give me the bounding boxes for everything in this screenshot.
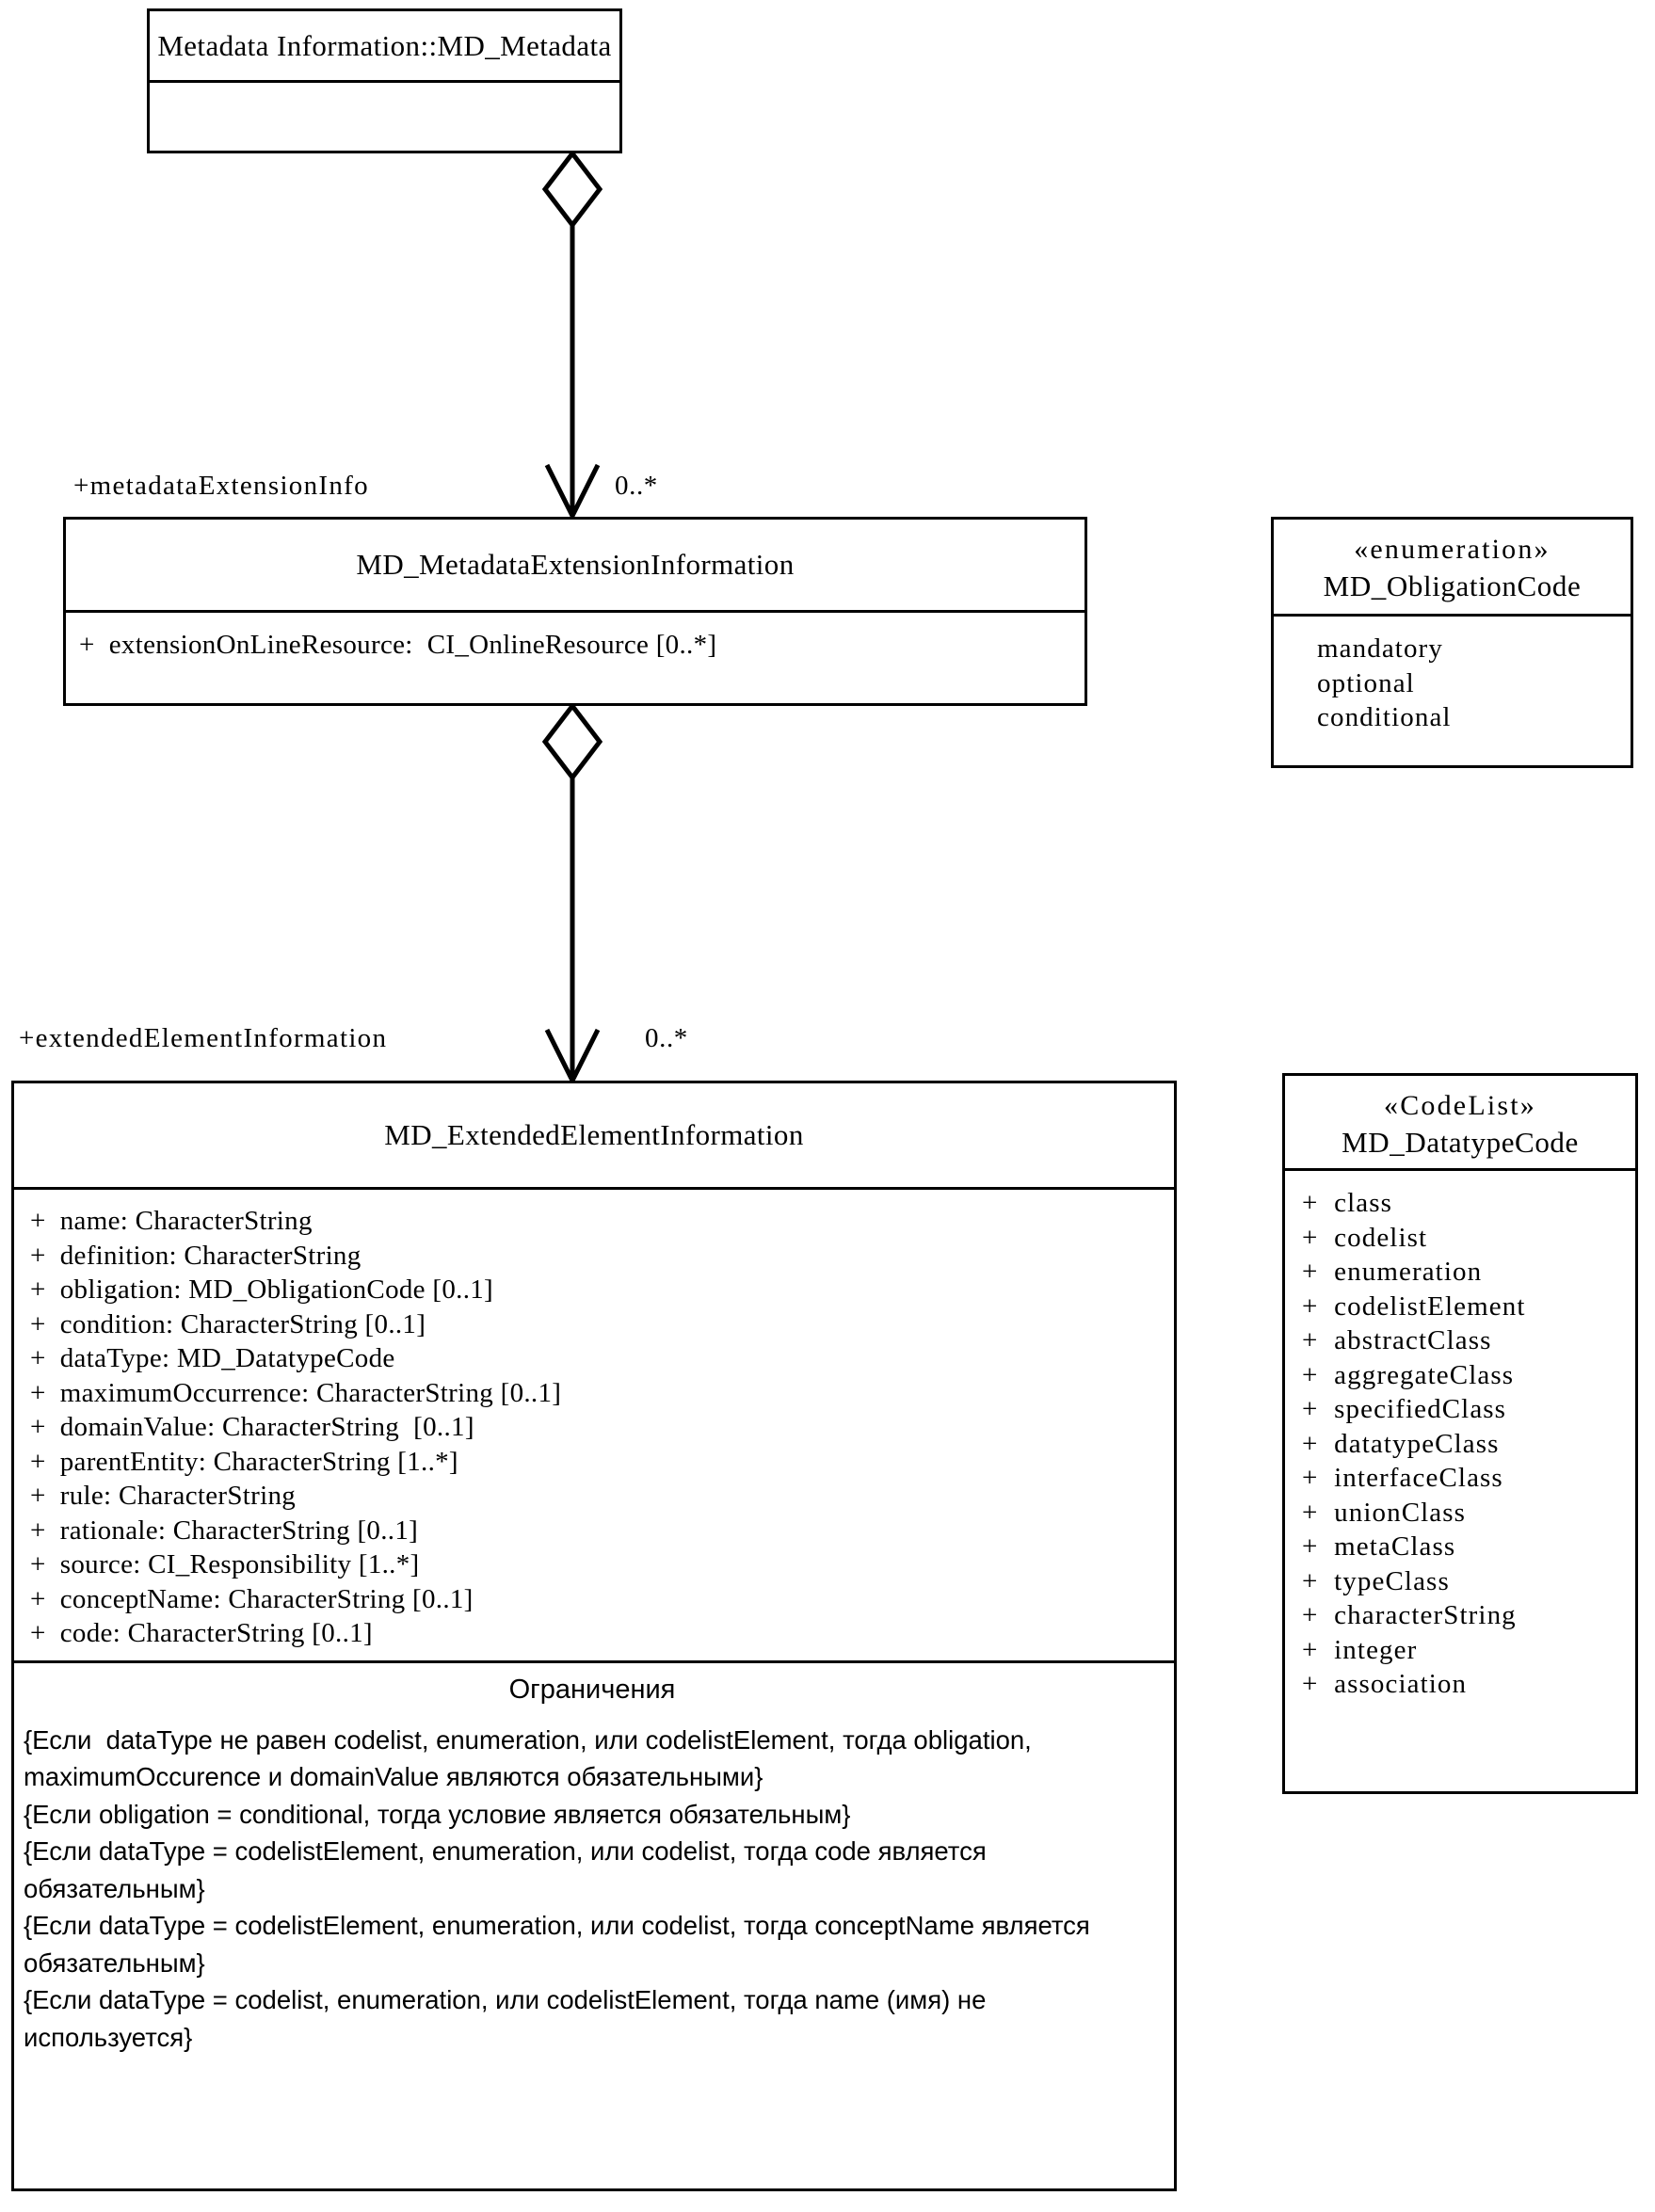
compartment-divider-2 bbox=[66, 610, 1085, 613]
enum-literal: + datatypeClass bbox=[1302, 1428, 1500, 1459]
association-multiplicity-metadataExtensionInfo: 0..* bbox=[615, 471, 658, 501]
compartment-divider-6 bbox=[1285, 1168, 1635, 1171]
enum-literal: + interfaceClass bbox=[1302, 1463, 1503, 1493]
attribute-row: + parentEntity: CharacterString [1..*] bbox=[30, 1446, 458, 1477]
class-title-md-metadata: Metadata Information::MD_Metadata bbox=[157, 29, 612, 62]
compartment-divider bbox=[150, 80, 619, 83]
attribute-row: + conceptName: CharacterString [0..1] bbox=[30, 1583, 474, 1614]
attributes-compartment-md-extended-element-information: + name: CharacterString + definition: Ch… bbox=[14, 1190, 1174, 1660]
constraint-row: {Если dataType не равен codelist, enumer… bbox=[24, 1724, 1039, 1792]
attribute-row: + extensionOnLineResource: CI_OnlineReso… bbox=[79, 630, 717, 660]
enum-literal: + aggregateClass bbox=[1302, 1359, 1515, 1390]
enum-literal: + association bbox=[1302, 1669, 1468, 1699]
literals-compartment-md-datatype-code: + class + codelist + enumeration + codel… bbox=[1285, 1171, 1635, 1702]
arrowhead-icon-2 bbox=[544, 1028, 601, 1086]
enum-literal: + abstractClass bbox=[1302, 1325, 1492, 1355]
enum-literal: + specifiedClass bbox=[1302, 1394, 1507, 1424]
attribute-row: + name: CharacterString bbox=[30, 1206, 313, 1236]
arrowhead-icon bbox=[544, 463, 601, 521]
constraints-compartment: Ограничения {Если dataType не равен code… bbox=[14, 1663, 1174, 2057]
enum-literal: optional bbox=[1317, 667, 1415, 698]
class-box-md-metadata-extension-information[interactable]: MD_MetadataExtensionInformation + extens… bbox=[63, 517, 1087, 706]
attributes-compartment-md-metadata-extension-information: + extensionOnLineResource: CI_OnlineReso… bbox=[66, 613, 1085, 676]
compartment-divider-5 bbox=[14, 1659, 1174, 1663]
class-title-md-extended-element-information: MD_ExtendedElementInformation bbox=[384, 1118, 804, 1151]
enumeration-header: «enumeration» MD_ObligationCode bbox=[1274, 520, 1631, 614]
attribute-row: + code: CharacterString [0..1] bbox=[30, 1618, 373, 1648]
attribute-row: + definition: CharacterString bbox=[30, 1240, 362, 1271]
compartment-divider-4 bbox=[14, 1187, 1174, 1190]
enum-literal: + metaClass bbox=[1302, 1531, 1456, 1562]
stereotype-label: «enumeration» bbox=[1354, 534, 1551, 565]
attribute-row: + dataType: MD_DatatypeCode bbox=[30, 1343, 395, 1373]
constraint-row: {Если obligation = conditional, тогда ус… bbox=[24, 1799, 851, 1829]
enum-literal: + codelist bbox=[1302, 1222, 1428, 1253]
enum-literal: + codelistElement bbox=[1302, 1290, 1526, 1322]
enum-literal: mandatory bbox=[1317, 633, 1443, 664]
attribute-row: + condition: CharacterString [0..1] bbox=[30, 1308, 426, 1339]
enumeration-title: MD_ObligationCode bbox=[1323, 569, 1582, 602]
stereotype-label: «CodeList» bbox=[1384, 1090, 1536, 1121]
aggregation-diamond-icon-2 bbox=[541, 701, 603, 782]
enum-literal: + characterString bbox=[1302, 1600, 1517, 1630]
association-multiplicity-extendedElementInformation: 0..* bbox=[645, 1023, 688, 1053]
constraint-row: {Если dataType = codelist, enumeration, … bbox=[24, 1985, 994, 2052]
attribute-row: + maximumOccurrence: CharacterString [0.… bbox=[30, 1377, 562, 1408]
association-role-extendedElementInformation: +extendedElementInformation bbox=[19, 1023, 388, 1053]
literals-compartment-md-obligation-code: mandatory optional conditional bbox=[1274, 617, 1631, 735]
attribute-row: + rationale: CharacterString [0..1] bbox=[30, 1515, 419, 1546]
attributes-compartment-md-metadata bbox=[150, 83, 619, 176]
attribute-row: + source: CI_Responsibility [1..*] bbox=[30, 1549, 420, 1579]
codelist-box-md-datatype-code[interactable]: «CodeList» MD_DatatypeCode + class + cod… bbox=[1282, 1073, 1638, 1794]
compartment-divider-3 bbox=[1274, 614, 1631, 617]
constraints-title: Ограничения bbox=[508, 1674, 676, 1705]
constraint-row: {Если dataType = codelistElement, enumer… bbox=[24, 1911, 1098, 1978]
enum-literal: conditional bbox=[1317, 702, 1452, 732]
association-extendedElementInformation bbox=[541, 701, 603, 1086]
attribute-row: + rule: CharacterString bbox=[30, 1481, 297, 1511]
codelist-header: «CodeList» MD_DatatypeCode bbox=[1285, 1076, 1635, 1168]
attribute-row: + domainValue: CharacterString [0..1] bbox=[30, 1412, 474, 1442]
enumeration-box-md-obligation-code[interactable]: «enumeration» MD_ObligationCode mandator… bbox=[1271, 517, 1633, 768]
enum-literal: + typeClass bbox=[1302, 1565, 1450, 1596]
class-box-md-extended-element-information[interactable]: MD_ExtendedElementInformation + name: Ch… bbox=[11, 1081, 1177, 2191]
codelist-title: MD_DatatypeCode bbox=[1342, 1126, 1579, 1159]
enum-literal: + unionClass bbox=[1302, 1497, 1467, 1528]
enum-literal: + class bbox=[1302, 1188, 1393, 1218]
enum-literal: + integer bbox=[1302, 1634, 1418, 1665]
association-metadataExtensionInfo bbox=[541, 149, 603, 521]
attribute-row: + obligation: MD_ObligationCode [0..1] bbox=[30, 1274, 494, 1305]
class-box-md-metadata[interactable]: Metadata Information::MD_Metadata bbox=[147, 8, 622, 153]
enum-literal: + enumeration bbox=[1302, 1257, 1483, 1287]
class-title-md-metadata-extension-information: MD_MetadataExtensionInformation bbox=[356, 548, 795, 581]
association-role-metadataExtensionInfo: +metadataExtensionInfo bbox=[73, 471, 369, 501]
constraint-row: {Если dataType = codelistElement, enumer… bbox=[24, 1836, 994, 1903]
